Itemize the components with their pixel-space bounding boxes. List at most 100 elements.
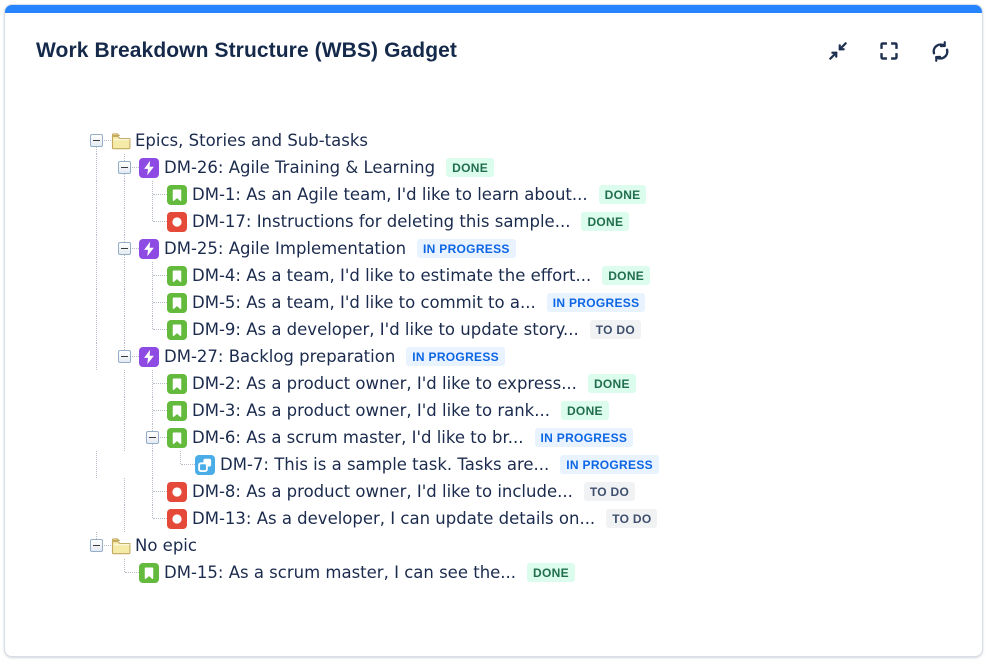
bug-icon xyxy=(167,508,187,529)
tree-row: DM-5: As a team, I'd like to commit to a… xyxy=(83,289,659,316)
issue-label[interactable]: DM-6: As a scrum master, I'd like to br.… xyxy=(192,428,524,447)
tree-guide-line xyxy=(83,316,111,343)
tree-guide-line xyxy=(83,451,111,478)
tree-connector xyxy=(111,235,139,262)
status-badge: IN PROGRESS xyxy=(546,293,646,312)
refresh-button[interactable] xyxy=(928,39,952,63)
tree-row: DM-3: As a product owner, I'd like to ra… xyxy=(83,397,659,424)
tree-guide-line xyxy=(111,478,139,505)
wbs-gadget-card: Work Breakdown Structure (WBS) Gadget xyxy=(4,4,983,657)
collapse-node-toggle[interactable] xyxy=(90,539,103,552)
tree-connector xyxy=(139,505,167,532)
tree-connector xyxy=(139,208,167,235)
status-badge: DONE xyxy=(581,212,630,231)
tree-connector xyxy=(139,316,167,343)
collapse-node-toggle[interactable] xyxy=(90,134,103,147)
status-badge: DONE xyxy=(587,374,636,393)
tree-guide-line xyxy=(111,316,139,343)
status-badge: IN PROGRESS xyxy=(560,455,659,474)
tree-row: DM-8: As a product owner, I'd like to in… xyxy=(83,478,659,505)
issue-label[interactable]: DM-4: As a team, I'd like to estimate th… xyxy=(192,266,592,285)
story-icon xyxy=(167,319,187,340)
issue-label[interactable]: DM-25: Agile Implementation xyxy=(164,239,407,258)
tree-row: DM-9: As a developer, I'd like to update… xyxy=(83,316,659,343)
bug-icon xyxy=(167,481,187,502)
status-badge: IN PROGRESS xyxy=(417,239,516,258)
tree-row: DM-25: Agile Implementation IN PROGRESS xyxy=(83,235,659,262)
tree-guide-line xyxy=(83,262,111,289)
status-badge: DONE xyxy=(446,158,494,177)
tree-row: DM-15: As a scrum master, I can see the.… xyxy=(83,559,659,586)
tree-guide-line xyxy=(111,370,139,397)
fullscreen-button[interactable] xyxy=(877,39,901,63)
status-badge: IN PROGRESS xyxy=(534,428,634,447)
issue-label[interactable]: DM-5: As a team, I'd like to commit to a… xyxy=(192,293,536,312)
tree-row: DM-4: As a team, I'd like to estimate th… xyxy=(83,262,659,289)
issue-label[interactable]: DM-9: As a developer, I'd like to update… xyxy=(192,320,579,339)
tree-row: DM-1: As an Agile team, I'd like to lear… xyxy=(83,181,659,208)
folder-icon xyxy=(111,537,132,555)
tree-guide-spacer xyxy=(111,451,139,478)
story-icon xyxy=(167,265,187,286)
issue-label[interactable]: DM-26: Agile Training & Learning xyxy=(164,158,436,177)
status-badge: IN PROGRESS xyxy=(406,347,505,366)
issue-label[interactable]: DM-27: Backlog preparation xyxy=(164,347,396,366)
tree-guide-line xyxy=(83,235,111,262)
issue-label[interactable]: DM-17: Instructions for deleting this sa… xyxy=(192,212,571,231)
epic-icon xyxy=(139,238,159,259)
tree-guide-spacer xyxy=(83,505,111,532)
tree-row: DM-17: Instructions for deleting this sa… xyxy=(83,208,659,235)
issue-label[interactable]: DM-7: This is a sample task. Tasks are..… xyxy=(220,455,550,474)
subtask-icon xyxy=(195,454,215,475)
tree-connector xyxy=(111,343,139,370)
story-icon xyxy=(167,184,187,205)
issue-label[interactable]: DM-2: As a product owner, I'd like to ex… xyxy=(192,374,577,393)
tree-row: DM-26: Agile Training & Learning DONE xyxy=(83,154,659,181)
tree-connector xyxy=(139,424,167,451)
story-icon xyxy=(167,292,187,313)
tree-connector xyxy=(83,532,111,559)
tree-connector xyxy=(139,370,167,397)
tree-guide-line xyxy=(111,397,139,424)
tree-connector xyxy=(167,451,195,478)
tree-connector xyxy=(139,397,167,424)
status-badge: DONE xyxy=(527,563,575,582)
status-badge: TO DO xyxy=(583,482,636,501)
tree-connector xyxy=(139,262,167,289)
collapse-node-toggle[interactable] xyxy=(118,242,131,255)
collapse-node-toggle[interactable] xyxy=(118,161,131,174)
story-icon xyxy=(167,373,187,394)
tree-row: Epics, Stories and Sub-tasks xyxy=(83,127,659,154)
story-icon xyxy=(139,562,159,583)
tree-connector xyxy=(111,154,139,181)
status-badge: DONE xyxy=(598,185,647,204)
issue-label[interactable]: DM-3: As a product owner, I'd like to ra… xyxy=(192,401,550,420)
issue-label[interactable]: Epics, Stories and Sub-tasks xyxy=(135,131,369,150)
tree-connector xyxy=(139,478,167,505)
issue-label[interactable]: DM-15: As a scrum master, I can see the.… xyxy=(164,563,517,582)
tree-row: DM-27: Backlog preparation IN PROGRESS xyxy=(83,343,659,370)
tree-guide-spacer xyxy=(83,559,111,586)
tree-row: DM-6: As a scrum master, I'd like to br.… xyxy=(83,424,659,451)
tree-guide-spacer xyxy=(83,424,111,451)
issue-label[interactable]: DM-1: As an Agile team, I'd like to lear… xyxy=(192,185,588,204)
tree-row: DM-13: As a developer, I can update deta… xyxy=(83,505,659,532)
status-badge: DONE xyxy=(602,266,651,285)
tree-guide-line xyxy=(83,343,111,370)
issue-label[interactable]: No epic xyxy=(135,536,197,555)
status-badge: DONE xyxy=(560,401,609,420)
tree-guide-line xyxy=(83,154,111,181)
status-badge: TO DO xyxy=(589,320,642,339)
tree-row: DM-2: As a product owner, I'd like to ex… xyxy=(83,370,659,397)
issue-label[interactable]: DM-8: As a product owner, I'd like to in… xyxy=(192,482,573,501)
issue-label[interactable]: DM-13: As a developer, I can update deta… xyxy=(192,509,596,528)
collapse-node-toggle[interactable] xyxy=(146,431,159,444)
collapse-button[interactable] xyxy=(826,39,850,63)
tree-guide-line xyxy=(111,181,139,208)
tree-guide-line xyxy=(111,262,139,289)
tree-guide-line xyxy=(83,289,111,316)
tree-guide-spacer xyxy=(83,478,111,505)
gadget-title: Work Breakdown Structure (WBS) Gadget xyxy=(36,39,458,62)
collapse-node-toggle[interactable] xyxy=(118,350,131,363)
tree-guide-line xyxy=(111,289,139,316)
